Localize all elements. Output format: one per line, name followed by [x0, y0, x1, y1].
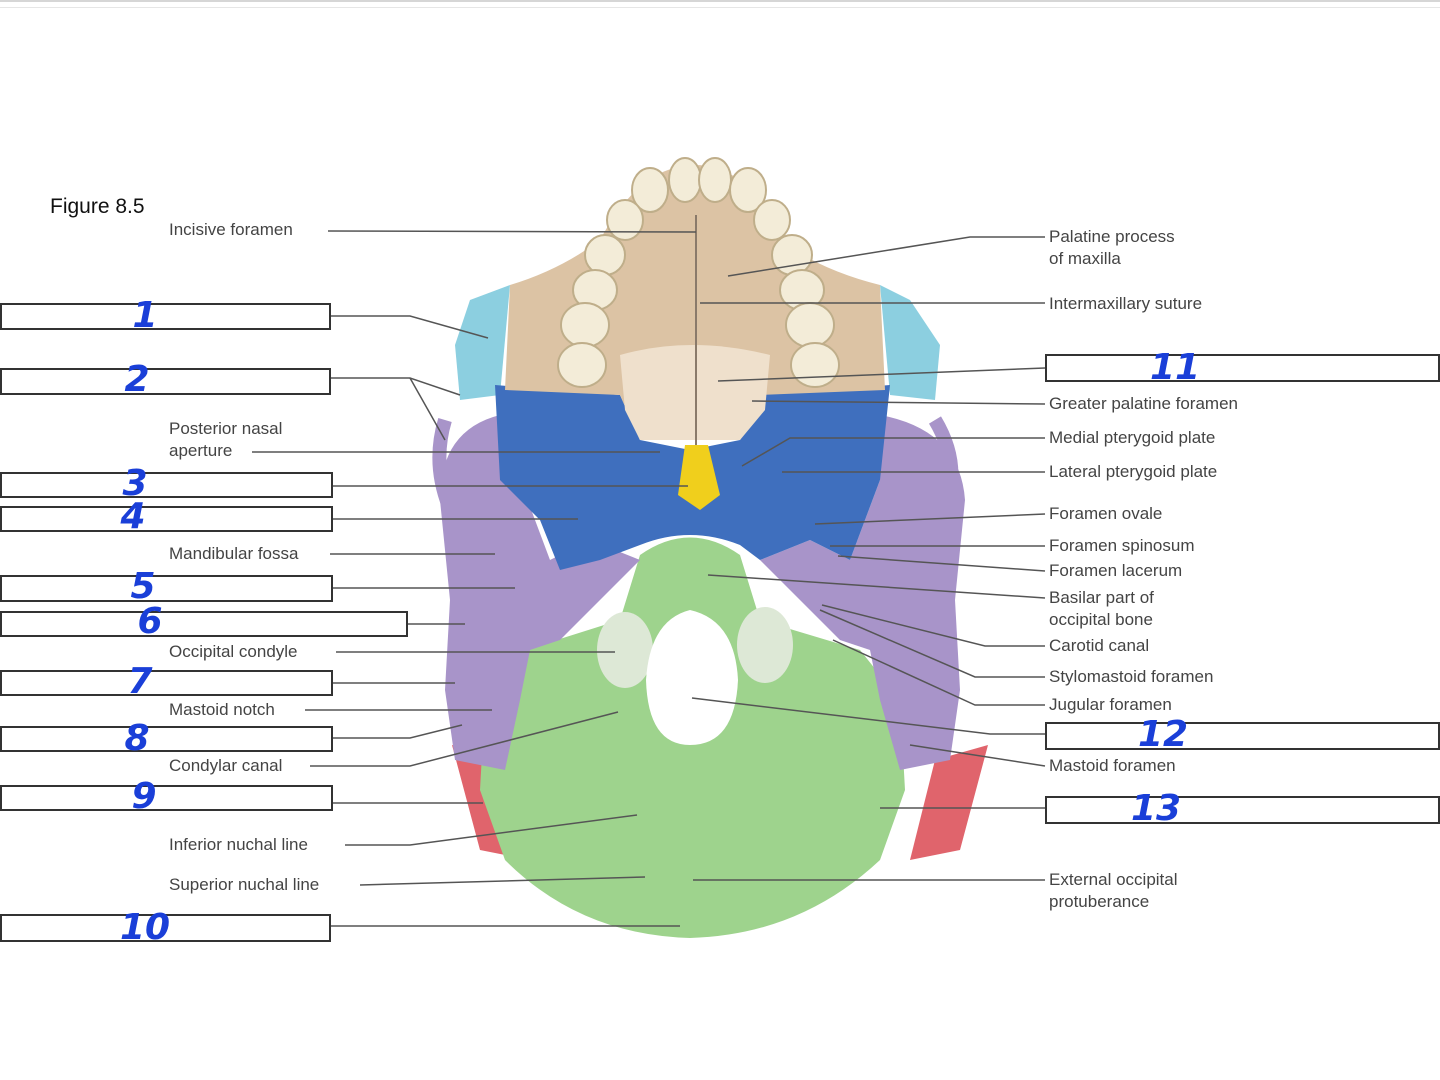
- answer-box-11[interactable]: [1045, 354, 1440, 382]
- answer-box-2[interactable]: [0, 368, 331, 395]
- figure-title: Figure 8.5: [50, 195, 145, 218]
- handwritten-number-5: 5: [130, 566, 156, 607]
- occipital-condyle-right: [737, 607, 793, 683]
- zygomatic-bone-right: [880, 285, 940, 400]
- label-greater-palatine-foramen: Greater palatine foramen: [1049, 394, 1238, 413]
- parietal-bone-right: [910, 745, 988, 860]
- label-mandibular-fossa: Mandibular fossa: [169, 544, 299, 563]
- leader-lines: [252, 230, 1046, 927]
- handwritten-number-6: 6: [137, 601, 163, 642]
- handwritten-number-8: 8: [124, 718, 150, 759]
- handwritten-number-11: 11: [1149, 347, 1201, 388]
- answer-box-5[interactable]: [0, 575, 333, 602]
- label-palatine-process-of-maxilla: Palatine process of maxilla: [1049, 227, 1175, 268]
- label-mastoid-notch: Mastoid notch: [169, 700, 275, 719]
- answer-box-7[interactable]: [0, 670, 333, 696]
- answer-box-6[interactable]: [0, 611, 408, 637]
- label-foramen-spinosum: Foramen spinosum: [1049, 536, 1195, 555]
- label-mastoid-foramen: Mastoid foramen: [1049, 756, 1176, 775]
- handwritten-number-13: 13: [1130, 788, 1182, 829]
- vomer-bone: [678, 445, 720, 510]
- answer-box-4[interactable]: [0, 506, 333, 532]
- top-border: [0, 0, 1440, 8]
- label-incisive-foramen: Incisive foramen: [169, 220, 293, 239]
- label-stylomastoid-foramen: Stylomastoid foramen: [1049, 667, 1214, 686]
- handwritten-number-9: 9: [131, 776, 157, 817]
- zygomatic-arch-left: [432, 417, 462, 524]
- answer-box-9[interactable]: [0, 785, 333, 811]
- answer-box-8[interactable]: [0, 726, 333, 752]
- answer-box-1[interactable]: [0, 303, 331, 330]
- label-posterior-nasal-aperture: Posterior nasal aperture: [169, 419, 283, 460]
- answer-box-12[interactable]: [1045, 722, 1440, 750]
- zygomatic-bone-left: [455, 285, 510, 400]
- handwritten-number-3: 3: [122, 463, 148, 504]
- answer-box-13[interactable]: [1045, 796, 1440, 824]
- label-inferior-nuchal-line: Inferior nuchal line: [169, 835, 308, 854]
- handwritten-number-10: 10: [119, 907, 171, 948]
- handwritten-number-4: 4: [120, 496, 146, 537]
- label-medial-pterygoid-plate: Medial pterygoid plate: [1049, 428, 1216, 447]
- zygomatic-arch-right: [928, 416, 959, 524]
- teeth: [557, 157, 840, 388]
- label-lateral-pterygoid-plate: Lateral pterygoid plate: [1049, 462, 1218, 481]
- label-jugular-foramen: Jugular foramen: [1049, 695, 1172, 714]
- label-foramen-lacerum: Foramen lacerum: [1049, 561, 1183, 580]
- handwritten-number-2: 2: [124, 359, 150, 400]
- foramen-magnum: [646, 610, 738, 745]
- occipital-condyle-left: [597, 612, 653, 688]
- label-carotid-canal: Carotid canal: [1049, 636, 1150, 655]
- handwritten-number-1: 1: [132, 295, 158, 336]
- label-foramen-ovale: Foramen ovale: [1049, 504, 1163, 523]
- answer-box-10[interactable]: [0, 914, 331, 942]
- label-intermaxillary-suture: Intermaxillary suture: [1049, 294, 1203, 313]
- handwritten-number-7: 7: [127, 661, 153, 702]
- label-condylar-canal: Condylar canal: [169, 756, 283, 775]
- temporal-bone-left: [440, 415, 640, 770]
- label-superior-nuchal-line: Superior nuchal line: [169, 875, 320, 894]
- handwritten-number-12: 12: [1137, 714, 1189, 755]
- label-external-occipital-protuberance: External occipital protuberance: [1049, 870, 1178, 911]
- temporal-bone-right: [760, 415, 965, 770]
- label-occipital-condyle: Occipital condyle: [169, 642, 298, 661]
- label-basilar-part-of-occipital-bone: Basilar part of occipital bone: [1049, 588, 1154, 629]
- answer-box-3[interactable]: [0, 472, 333, 498]
